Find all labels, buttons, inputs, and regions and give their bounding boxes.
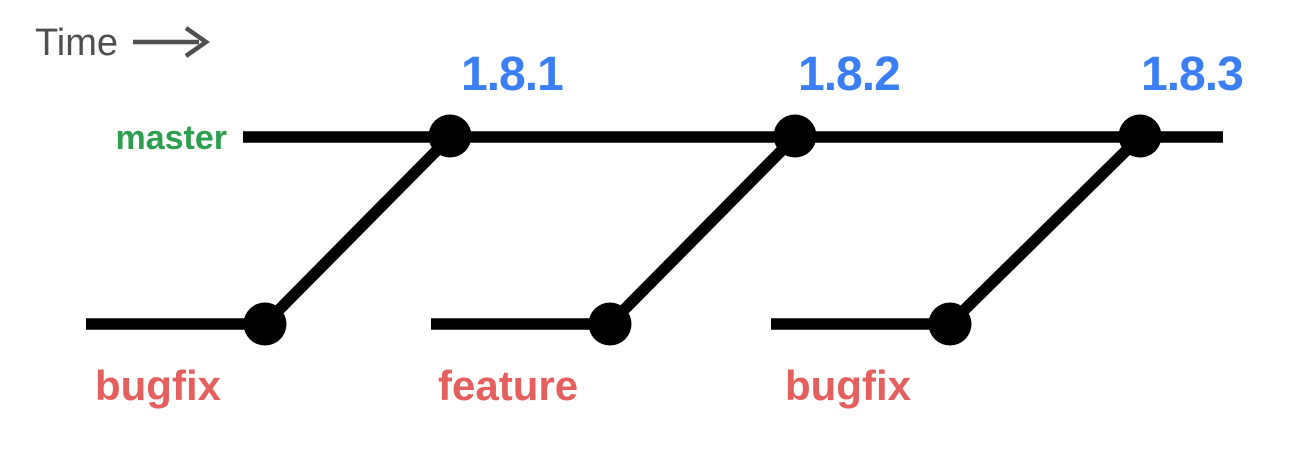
merge-line-3	[945, 132, 1145, 329]
merge-line-2	[605, 132, 800, 329]
release-tags: 1.8.1 1.8.2 1.8.3	[461, 48, 1244, 101]
time-axis-label: Time	[35, 22, 118, 64]
release-tag-1: 1.8.1	[461, 48, 563, 101]
commit-dot-master-3	[1118, 114, 1162, 158]
master-branch-label: master	[115, 119, 227, 157]
commit-dots	[243, 114, 1162, 346]
commit-dot-branch-3	[928, 302, 972, 346]
time-arrow-icon	[133, 26, 210, 58]
commit-dot-branch-1	[243, 302, 287, 346]
topic-branch-labels: bugfix feature bugfix	[95, 362, 912, 409]
topic-branch-label-2: feature	[438, 362, 578, 409]
release-tag-2: 1.8.2	[798, 48, 900, 101]
branch-lines	[86, 131, 1223, 330]
commit-dot-master-1	[428, 114, 472, 158]
commit-dot-branch-2	[588, 302, 632, 346]
time-arrow-head	[184, 26, 210, 58]
commit-dot-master-2	[773, 114, 817, 158]
release-tag-3: 1.8.3	[1141, 48, 1243, 101]
topic-branch-label-3: bugfix	[785, 362, 912, 409]
merge-line-1	[260, 132, 455, 329]
topic-branch-label-1: bugfix	[95, 362, 222, 409]
